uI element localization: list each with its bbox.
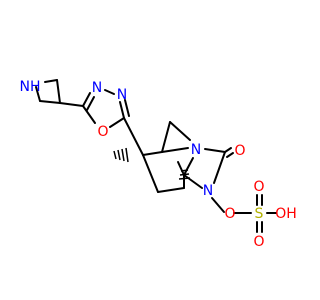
atom-oxadiazole-n-top: N [92, 80, 102, 96]
bond-layer [35, 79, 277, 233]
bond-carbonyl-c-n6 [213, 151, 226, 184]
bond-c2-c3 [142, 154, 159, 193]
bond-oxadiazole-to-bicycle [123, 117, 144, 156]
bond-azetidine-n-c1 [35, 86, 41, 102]
atom-label-layer: NH N N O N N O O S O O OH [20, 79, 297, 250]
bond-azetidine-to-oxadiazole [59, 102, 84, 107]
bond-oxd-c5-o1 [109, 117, 125, 128]
bond-top-ch2-n [169, 121, 191, 141]
bond-oxd-n3-n4 [104, 89, 115, 95]
bond-n1-carbonyl-c [204, 148, 226, 153]
atom-s-oxygen-top: O [253, 179, 264, 195]
bond-azetidine-c1-c3 [39, 100, 61, 104]
atom-azetidine-nh: NH [20, 79, 41, 95]
bond-n1-c5 [183, 157, 194, 176]
bond-oxd-c2-n3 [82, 92, 91, 107]
bond-c-bridge-top [161, 121, 171, 153]
stereo-hash-c5 [178, 169, 191, 180]
atom-s-oh: OH [275, 206, 297, 222]
atom-o-link: O [224, 206, 235, 222]
bond-oxd-n4-c5-double [124, 99, 130, 117]
atom-bridge-n-top: N [191, 142, 201, 158]
atom-sulfur: S [255, 206, 264, 222]
bond-c5-c-bridge [177, 161, 185, 176]
atom-oxadiazole-o: O [97, 124, 108, 140]
bond-azetidine-c3-c2 [56, 79, 61, 104]
bond-oxd-c2-n3-double [86, 96, 95, 111]
bond-carbonyl-double-2 [226, 152, 234, 158]
bond-oxd-o1-c2 [82, 105, 96, 124]
bond-oxd-n4-c5 [119, 101, 125, 119]
molecule-structure-diagram: NH N N O N N O O S O O OH [20, 79, 297, 250]
bond-c3-c4 [157, 187, 185, 193]
atom-bridge-n-bottom: N [203, 183, 213, 199]
bond-carbonyl-double-1 [224, 147, 232, 153]
bond-n6-c5 [183, 174, 203, 189]
atom-carbonyl-o: O [234, 143, 245, 159]
bond-azetidine-c2-n [44, 79, 58, 83]
atom-oxadiazole-n-right: N [117, 87, 127, 103]
atom-s-oxygen-bottom: O [253, 234, 264, 250]
bond-n6-o [211, 197, 225, 213]
bond-c2-c-bridge [142, 151, 163, 156]
bond-c-bridge-n1 [161, 147, 189, 153]
stereo-hash-c2 [113, 147, 129, 163]
